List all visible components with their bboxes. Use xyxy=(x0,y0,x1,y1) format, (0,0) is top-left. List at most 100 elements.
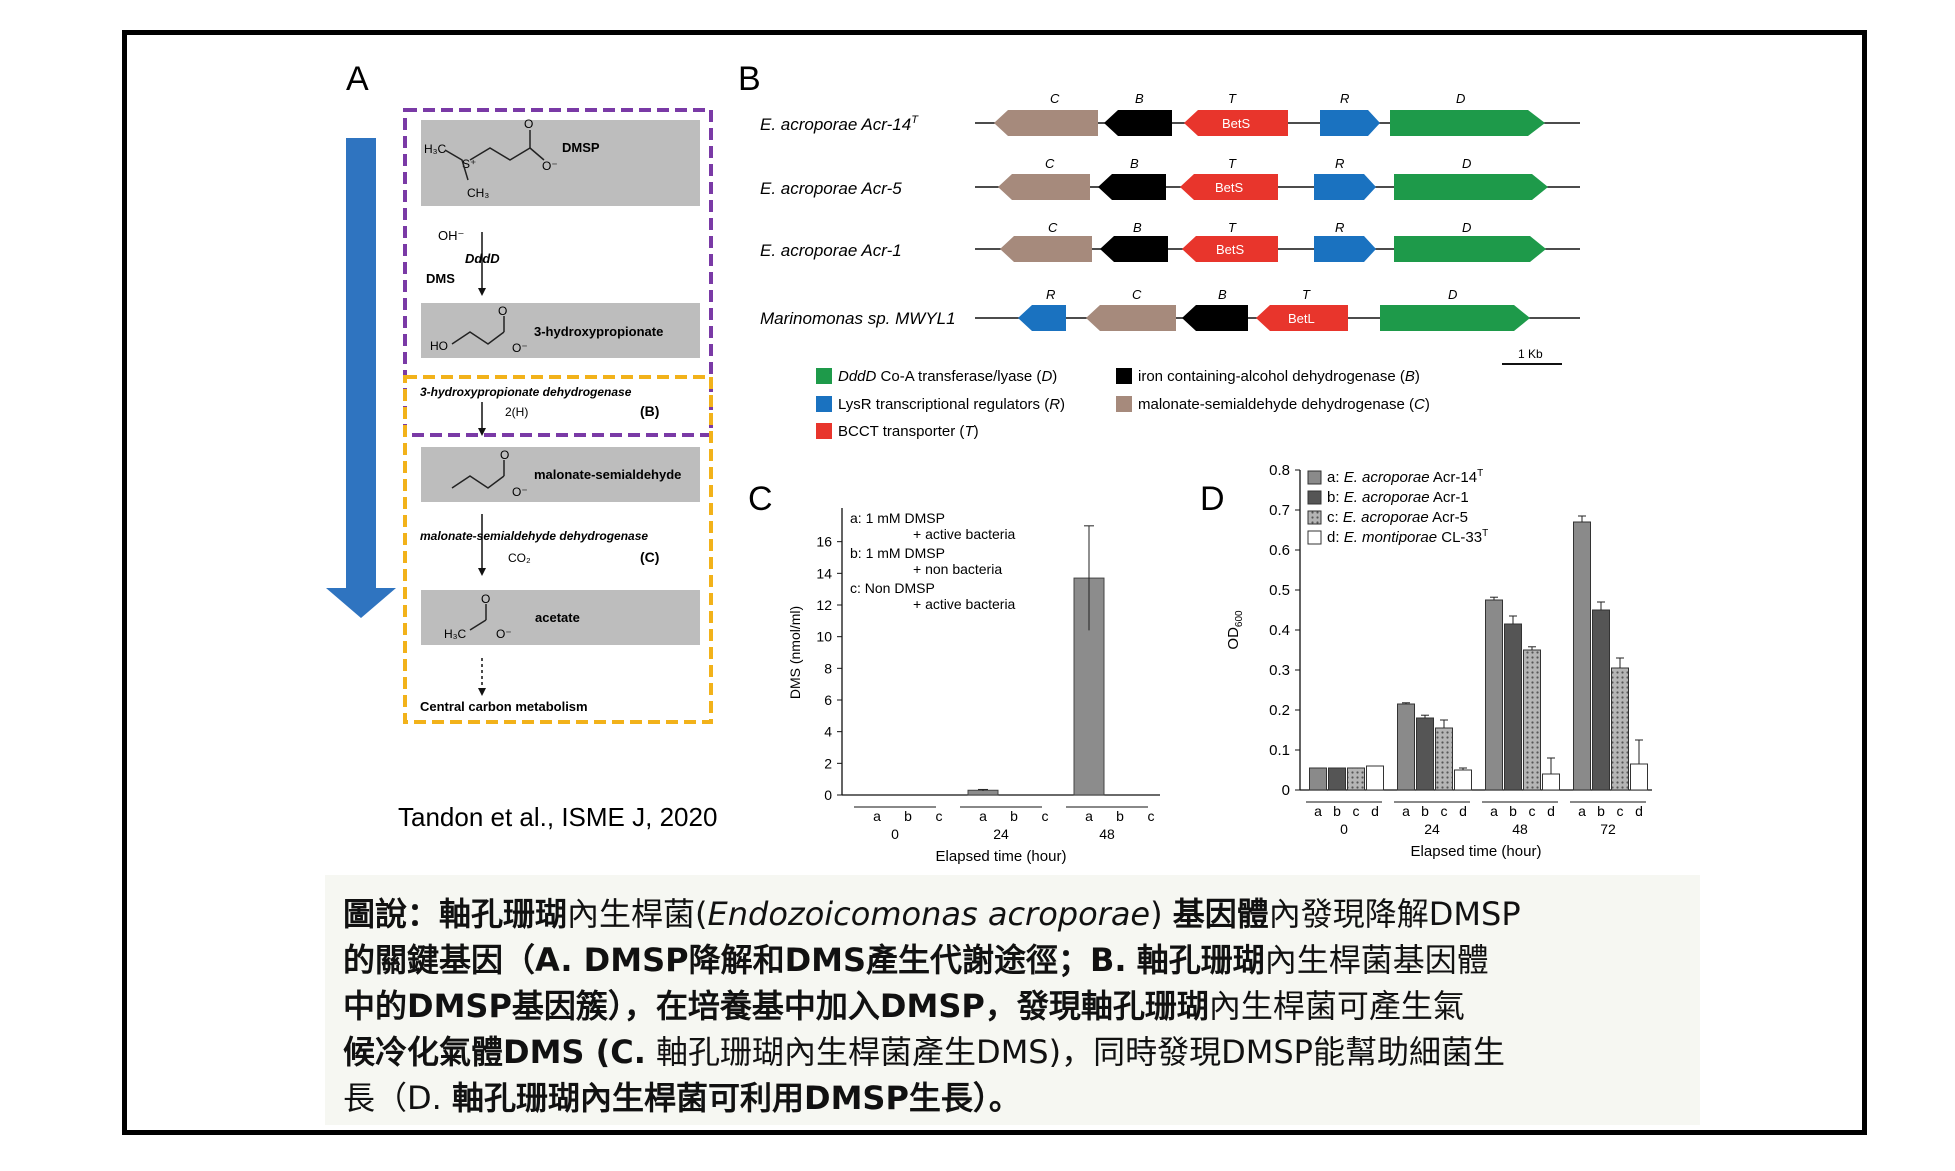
d-sub-label: a xyxy=(1314,803,1322,819)
d-y-tick-label: 0.2 xyxy=(1269,702,1290,719)
d-group-label: 48 xyxy=(1512,821,1528,837)
gene-4-d-label: D xyxy=(1448,287,1457,302)
gene-3-t xyxy=(1182,236,1278,262)
gene-1-t xyxy=(1184,110,1288,136)
acetate-box xyxy=(421,590,700,645)
legend-swatch-b xyxy=(1116,368,1132,384)
c-y-tick-label: 14 xyxy=(816,565,832,581)
d-sub-label: c xyxy=(1529,803,1536,819)
step1-arrowhead xyxy=(478,288,486,296)
gene-2-b-label: B xyxy=(1130,156,1139,171)
acetate-label: acetate xyxy=(535,610,580,625)
c-y-tick-label: 12 xyxy=(816,597,832,613)
gene-3-b-label: B xyxy=(1133,220,1142,235)
gene-4-c-label: C xyxy=(1132,287,1142,302)
d-bar xyxy=(1523,649,1541,791)
co2-label: CO₂ xyxy=(508,551,531,565)
d-sub-label: c xyxy=(1353,803,1360,819)
d-y-axis-label: OD600 xyxy=(1225,610,1245,650)
d-y-tick-label: 0.1 xyxy=(1269,742,1290,759)
strain-3: E. acroporae Acr-1 xyxy=(760,241,902,260)
legend-swatch-r xyxy=(816,396,832,412)
dmsp-label: DMSP xyxy=(562,140,600,155)
dmsp-chain xyxy=(469,147,531,161)
strain-2: E. acroporae Acr-5 xyxy=(760,179,902,198)
c-group-label: 0 xyxy=(891,826,899,842)
c-y-tick-label: 4 xyxy=(824,724,832,740)
acetate-ominus: O⁻ xyxy=(496,627,512,641)
d-sub-label: c xyxy=(1617,803,1624,819)
gene-2-c xyxy=(998,174,1090,200)
caption-line-4: 候冷化氣體DMS (C. 軸孔珊瑚內生桿菌產生DMS)，同時發現DMSP能幫助細… xyxy=(343,1033,1505,1071)
legend-item-b: iron containing-alcohol dehydrogenase (B… xyxy=(1138,368,1420,385)
d-sub-label: b xyxy=(1597,803,1605,819)
purple-dashed-box xyxy=(403,108,713,437)
legend-swatch-c xyxy=(1116,396,1132,412)
gene-3-bets: BetS xyxy=(1216,242,1245,257)
gene-3-c xyxy=(1000,236,1092,262)
d-sub-label: d xyxy=(1371,803,1379,819)
gene-4-t xyxy=(1256,305,1348,331)
hp-chain xyxy=(451,331,505,345)
d-bar xyxy=(1416,717,1434,791)
gene-2-c-label: C xyxy=(1045,156,1055,171)
gene-4-b xyxy=(1182,305,1248,331)
gene-4-t-label: T xyxy=(1302,287,1311,302)
c-legend-text: c: Non DMSP xyxy=(850,580,935,596)
gene-1-c xyxy=(994,110,1098,136)
d-y-tick-label: 0.4 xyxy=(1269,622,1290,639)
gene-2-d-label: D xyxy=(1462,156,1471,171)
d-bar xyxy=(1485,599,1503,791)
tag-b: (B) xyxy=(640,403,659,419)
c-legend-text: + non bacteria xyxy=(913,561,1002,577)
d-y-tick-label: 0.3 xyxy=(1269,662,1290,679)
dms-label: DMS xyxy=(426,271,455,286)
c-legend-text: + active bacteria xyxy=(913,526,1016,542)
tag-c: (C) xyxy=(640,549,659,565)
c-y-tick-label: 16 xyxy=(816,534,832,550)
d-legend-text: d: E. montiporae CL-33T xyxy=(1327,528,1488,546)
step3-arrowhead xyxy=(478,568,486,576)
gene-4-betl: BetL xyxy=(1288,311,1315,326)
ms-o: O xyxy=(500,448,509,462)
hp-ominus: O⁻ xyxy=(512,341,528,355)
gene-1-r xyxy=(1320,110,1380,136)
yellow-dashed-box xyxy=(403,375,713,724)
c-y-axis-label: DMS (nmol/ml) xyxy=(787,606,803,699)
figure-frame xyxy=(122,30,1867,1135)
ms-chain xyxy=(451,475,505,489)
c-sub-label: b xyxy=(1116,808,1124,824)
gene-3-r xyxy=(1314,236,1376,262)
hp-o: O xyxy=(498,304,507,318)
ch3-label: CH₃ xyxy=(467,186,489,200)
dmsp-o: O xyxy=(524,117,533,131)
c-y-tick-label: 2 xyxy=(824,755,832,771)
d-bar xyxy=(1397,703,1415,791)
d-bar xyxy=(1435,727,1453,791)
strain-1: E. acroporae Acr-14T xyxy=(760,114,919,134)
gene-2-bets: BetS xyxy=(1215,180,1244,195)
d-sub-label: a xyxy=(1490,803,1498,819)
d-y-tick-label: 0.6 xyxy=(1269,542,1290,559)
c-legend-text: + active bacteria xyxy=(913,596,1016,612)
caption-line-2: 的關鍵基因（A. DMSP降解和DMS產生代謝途徑；B. 軸孔珊瑚內生桿菌基因體 xyxy=(343,941,1489,979)
d-sub-label: d xyxy=(1635,803,1643,819)
d-legend-swatch xyxy=(1307,530,1322,545)
gene-1-b xyxy=(1104,110,1172,136)
legend-swatch-d xyxy=(816,368,832,384)
d-group-label: 72 xyxy=(1600,821,1616,837)
c-sub-label: c xyxy=(1148,808,1155,824)
d-bar xyxy=(1347,767,1365,791)
oh-label: OH⁻ xyxy=(438,228,464,243)
c-sub-label: c xyxy=(1042,808,1049,824)
gene-3-c-label: C xyxy=(1048,220,1058,235)
c-y-tick-label: 0 xyxy=(824,787,832,803)
panel-a: A H₃C S⁺ CH₃ O O⁻ DMSP OH⁻ DddD DMS HO O… xyxy=(326,60,717,832)
gene-2-d xyxy=(1394,174,1548,200)
hp-box xyxy=(421,303,700,358)
c-group-label: 24 xyxy=(993,826,1009,842)
gene-4-b-label: B xyxy=(1218,287,1227,302)
gene-1-t-label: T xyxy=(1228,91,1237,106)
d-legend-text: a: E. acroporae Acr-14T xyxy=(1327,468,1483,486)
